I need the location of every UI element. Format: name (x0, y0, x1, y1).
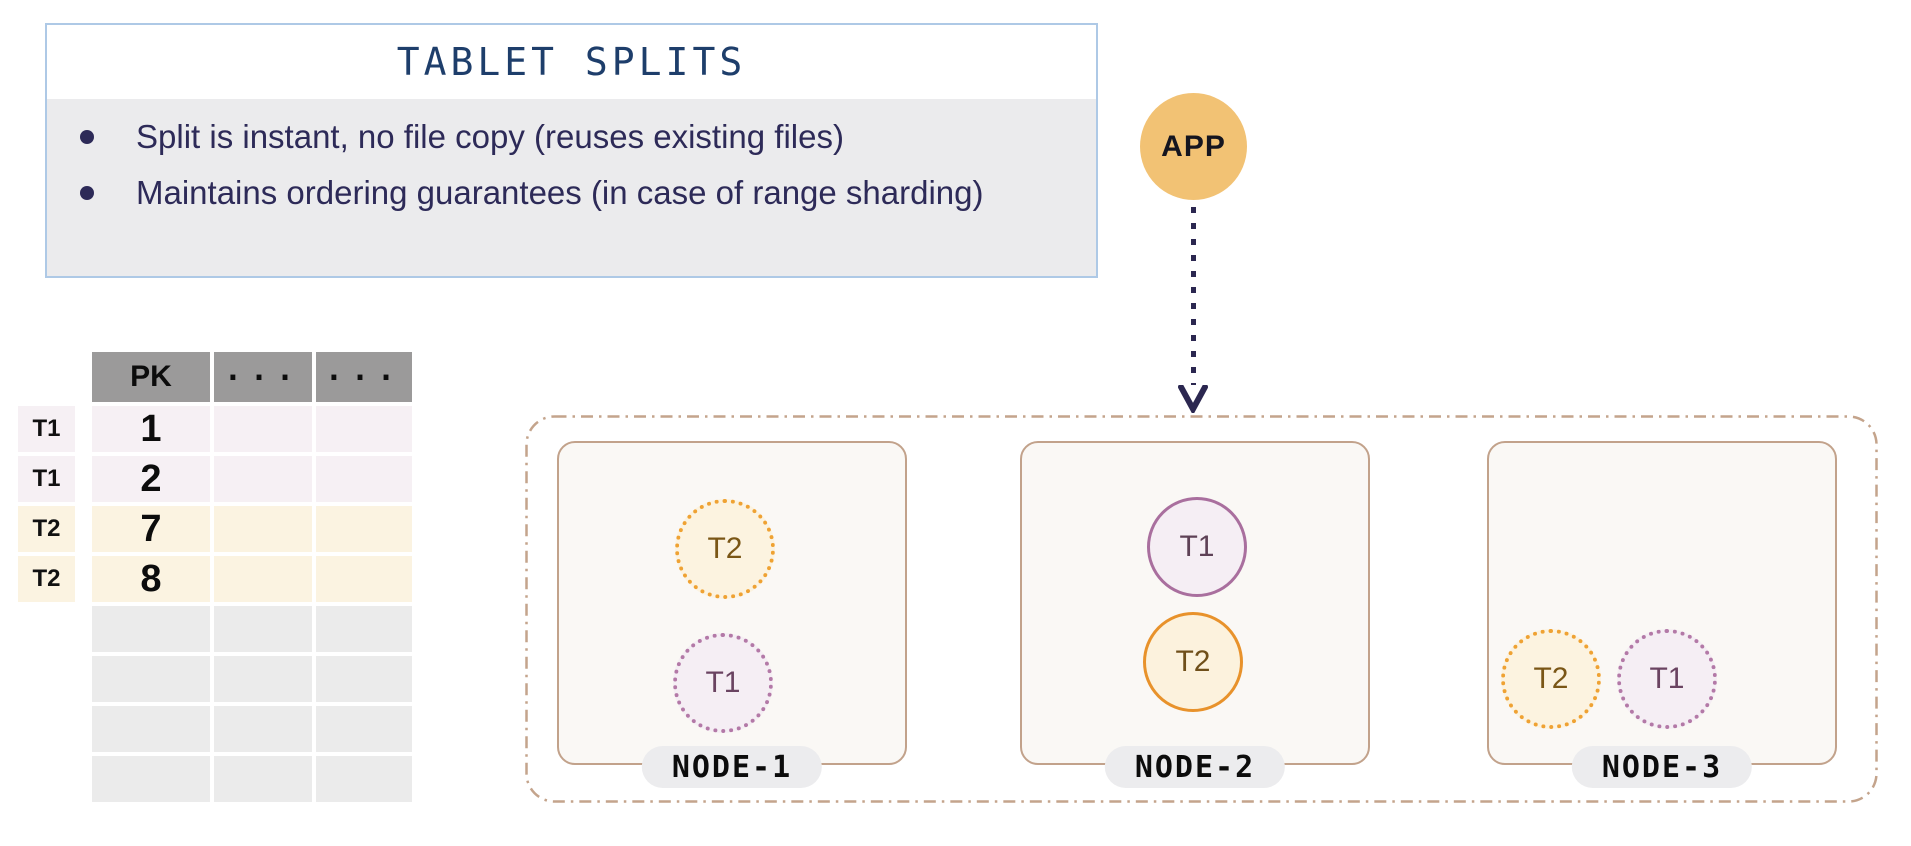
table-cell-empty (214, 656, 312, 702)
app-label: APP (1161, 129, 1226, 163)
table-cell-empty (316, 406, 412, 452)
bullet-item: Split is instant, no file copy (reuses e… (80, 109, 1076, 165)
table-cell-pk: 1 (92, 406, 210, 452)
node-label: NODE-3 (1571, 746, 1753, 788)
bullet-list: Split is instant, no file copy (reuses e… (80, 109, 1076, 221)
info-box: TABLET SPLITS Split is instant, no file … (45, 23, 1098, 278)
table-cell-empty (316, 656, 412, 702)
table-cell-pk: 8 (92, 556, 210, 602)
app-to-cluster-arrow (1191, 207, 1196, 385)
table-cell-empty (316, 706, 412, 752)
table-header-cell: ... (316, 352, 412, 402)
tablet-circle: T2 (1501, 629, 1601, 729)
bullet-icon (80, 186, 94, 200)
table-cell-pk (92, 606, 210, 652)
node-label: NODE-1 (641, 746, 823, 788)
table-row-label: T1 (18, 406, 75, 452)
table-cell-empty (214, 556, 312, 602)
table-cell-empty (214, 756, 312, 802)
tablet-label: T2 (1533, 662, 1569, 695)
bullet-item: Maintains ordering guarantees (in case o… (80, 165, 1076, 221)
table-cell-empty (214, 406, 312, 452)
tablet-label: T1 (1179, 530, 1215, 563)
bullet-icon (80, 130, 94, 144)
table-cell-pk (92, 706, 210, 752)
table-cell-empty (316, 756, 412, 802)
tablet-label: T2 (1175, 645, 1211, 678)
tablet-circle: T1 (1617, 629, 1717, 729)
tablet-circle: T2 (1143, 612, 1243, 712)
table-header-cell: ... (214, 352, 312, 402)
tablet-circle: T2 (675, 499, 775, 599)
table-row-label: T2 (18, 556, 75, 602)
table-cell-empty (316, 556, 412, 602)
node-label: NODE-2 (1104, 746, 1286, 788)
table-cell-pk (92, 656, 210, 702)
bullet-text: Maintains ordering guarantees (in case o… (136, 174, 984, 211)
info-box-header: TABLET SPLITS (47, 25, 1096, 99)
table-cell-pk (92, 756, 210, 802)
tablet-circle: T1 (1147, 497, 1247, 597)
tablet-label: T1 (1649, 662, 1685, 695)
table-header-cell: PK (92, 352, 210, 402)
table-cell-empty (316, 606, 412, 652)
table-row-label: T1 (18, 456, 75, 502)
table-cell-pk: 7 (92, 506, 210, 552)
tablet-circle: T1 (673, 633, 773, 733)
table-cell-empty (316, 456, 412, 502)
info-box-body: Split is instant, no file copy (reuses e… (47, 99, 1096, 276)
table-cell-empty (214, 456, 312, 502)
app-circle: APP (1140, 93, 1247, 200)
page-title: TABLET SPLITS (396, 40, 747, 84)
cluster-border-icon (525, 415, 1878, 803)
table-row-label: T2 (18, 506, 75, 552)
tablet-label: T1 (705, 666, 741, 699)
tablet-label: T2 (707, 532, 743, 565)
table-cell-empty (214, 606, 312, 652)
table-cell-empty (214, 506, 312, 552)
arrowhead-icon (1178, 385, 1208, 413)
table-cell-empty (316, 506, 412, 552)
bullet-text: Split is instant, no file copy (reuses e… (136, 118, 844, 155)
ellipsis-icon: ... (223, 352, 303, 388)
ellipsis-icon: ... (324, 352, 404, 388)
table-cell-empty (214, 706, 312, 752)
table-cell-pk: 2 (92, 456, 210, 502)
